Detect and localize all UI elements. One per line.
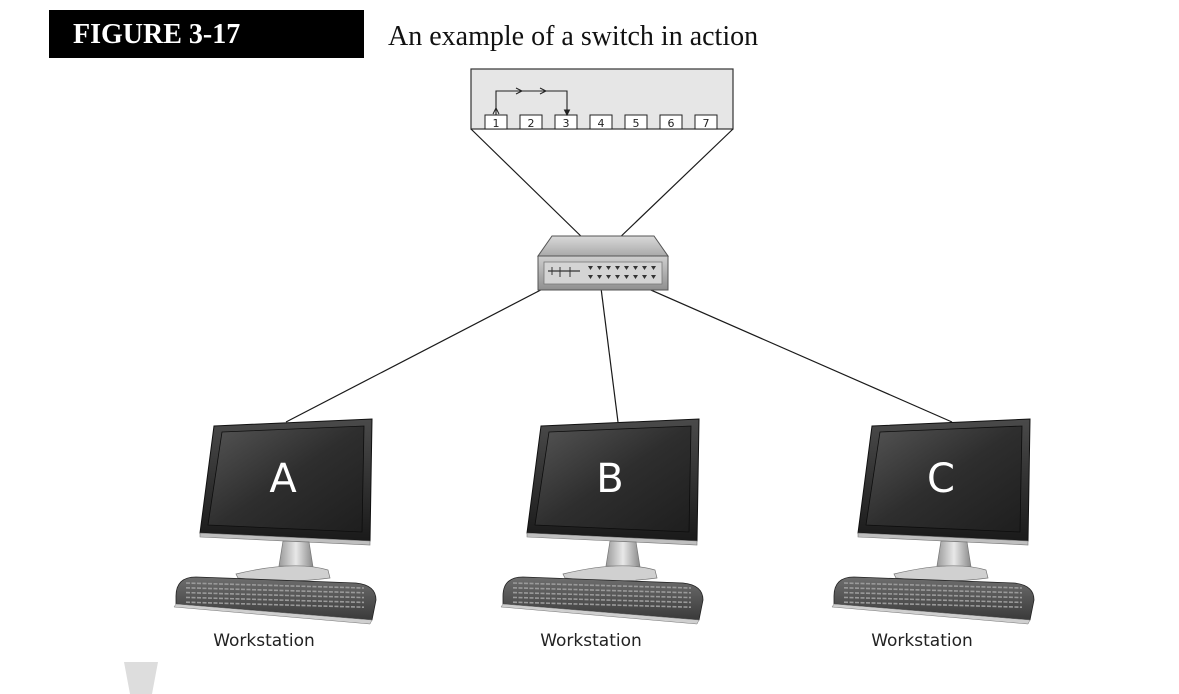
switch-port-jack bbox=[624, 266, 629, 270]
switch-port-jack bbox=[624, 275, 629, 279]
monitor: A bbox=[199, 418, 373, 546]
port-2: 2 bbox=[519, 114, 543, 130]
switch-port-jack bbox=[606, 266, 611, 270]
switch-port-jack bbox=[588, 275, 593, 279]
port-7: 7 bbox=[694, 114, 718, 130]
switch-port-jack bbox=[588, 266, 593, 270]
port-label: 7 bbox=[703, 117, 710, 130]
frame-path-arrow bbox=[495, 90, 571, 117]
cable-a bbox=[285, 279, 561, 423]
screen-label: B bbox=[596, 456, 623, 502]
switch-port-jack bbox=[642, 275, 647, 279]
port-5: 5 bbox=[624, 114, 648, 130]
page-tab-decoration bbox=[124, 662, 158, 694]
port-1: 1 bbox=[484, 114, 508, 130]
switch-port-jack bbox=[615, 266, 620, 270]
keyboard bbox=[173, 576, 377, 625]
monitor: C bbox=[857, 418, 1031, 546]
port-6: 6 bbox=[659, 114, 683, 130]
cable-b bbox=[599, 279, 619, 423]
port-label: 2 bbox=[528, 117, 535, 130]
monitor-stand bbox=[562, 540, 658, 582]
switch-port-jack bbox=[606, 275, 611, 279]
switch-port-jack bbox=[633, 275, 638, 279]
port-3: 3 bbox=[554, 114, 578, 130]
keyboard bbox=[831, 576, 1035, 625]
workstation-c: C Workstation bbox=[831, 418, 1035, 651]
monitor-stand bbox=[893, 540, 989, 582]
switch-port-jack bbox=[633, 266, 638, 270]
switch-port-jack bbox=[597, 266, 602, 270]
zoom-line-left bbox=[470, 128, 589, 244]
workstation-caption: Workstation bbox=[213, 631, 315, 651]
switch-port-jack bbox=[642, 266, 647, 270]
switch-port-jack bbox=[651, 266, 656, 270]
switch-port-jack bbox=[651, 275, 656, 279]
port-label: 4 bbox=[598, 117, 605, 130]
port-4: 4 bbox=[589, 114, 613, 130]
screen-label: C bbox=[927, 456, 955, 502]
port-label: 6 bbox=[668, 117, 675, 130]
figure-label: FIGURE 3-17 bbox=[49, 10, 364, 58]
workstation-caption: Workstation bbox=[540, 631, 642, 651]
cable-c bbox=[627, 279, 953, 423]
switch-port-jack bbox=[615, 275, 620, 279]
port-label: 5 bbox=[633, 117, 640, 130]
switch-detail-panel: 1 2 3 4 5 6 7 bbox=[470, 68, 734, 130]
monitor-stand bbox=[235, 540, 331, 582]
port-label: 1 bbox=[493, 117, 500, 130]
port-label: 3 bbox=[563, 117, 570, 130]
zoom-line-right bbox=[613, 128, 734, 244]
workstation-caption: Workstation bbox=[871, 631, 973, 651]
workstation-a: A Workstation bbox=[173, 418, 377, 651]
figure-caption: An example of a switch in action bbox=[388, 21, 759, 52]
monitor: B bbox=[526, 418, 700, 546]
keyboard bbox=[500, 576, 704, 625]
network-switch bbox=[537, 235, 669, 291]
workstation-b: B Workstation bbox=[500, 418, 704, 651]
screen-label: A bbox=[269, 456, 297, 502]
switch-port-jack bbox=[597, 275, 602, 279]
